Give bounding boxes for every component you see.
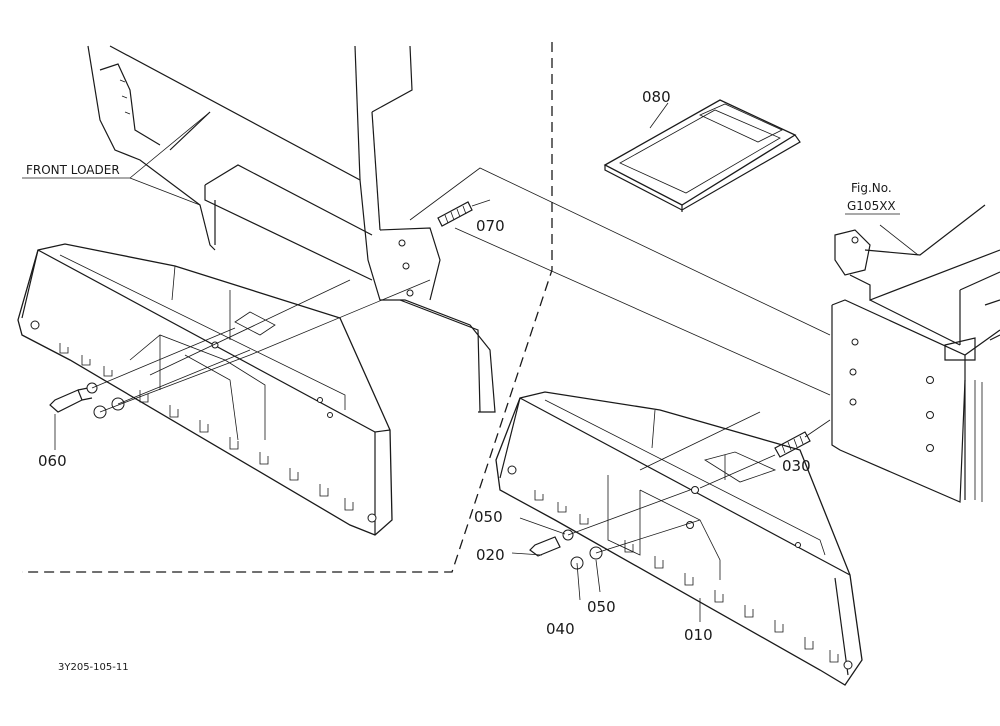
alignment-line <box>454 227 831 396</box>
manual-book-080 <box>603 99 801 212</box>
right-bolt-assembly <box>511 489 701 601</box>
stud-070 <box>437 199 491 227</box>
left-weight-bracket <box>17 243 393 536</box>
part-label-040: 040 <box>546 620 575 638</box>
part-label-050a: 050 <box>474 508 503 526</box>
part-label-010: 010 <box>684 626 713 644</box>
part-label-020: 020 <box>476 546 505 564</box>
stud-030 <box>699 419 831 489</box>
drawing-code: 3Y205-105-11 <box>58 662 129 673</box>
front-loader-frame <box>22 45 496 413</box>
detail-boundary <box>22 42 553 573</box>
machine-frame <box>831 204 1000 503</box>
alignment-line <box>409 167 831 336</box>
fig-no-code: G105XX <box>847 199 896 213</box>
left-bolt-assembly <box>49 279 431 450</box>
part-label-080: 080 <box>642 88 671 106</box>
part-label-060: 060 <box>38 452 67 470</box>
weight-bracket-010 <box>495 391 863 686</box>
front-loader-label: FRONT LOADER <box>26 163 120 177</box>
part-label-050b: 050 <box>587 598 616 616</box>
part-label-030: 030 <box>782 457 811 475</box>
fig-no-label: Fig.No. <box>851 181 892 195</box>
part-label-070: 070 <box>476 217 505 235</box>
